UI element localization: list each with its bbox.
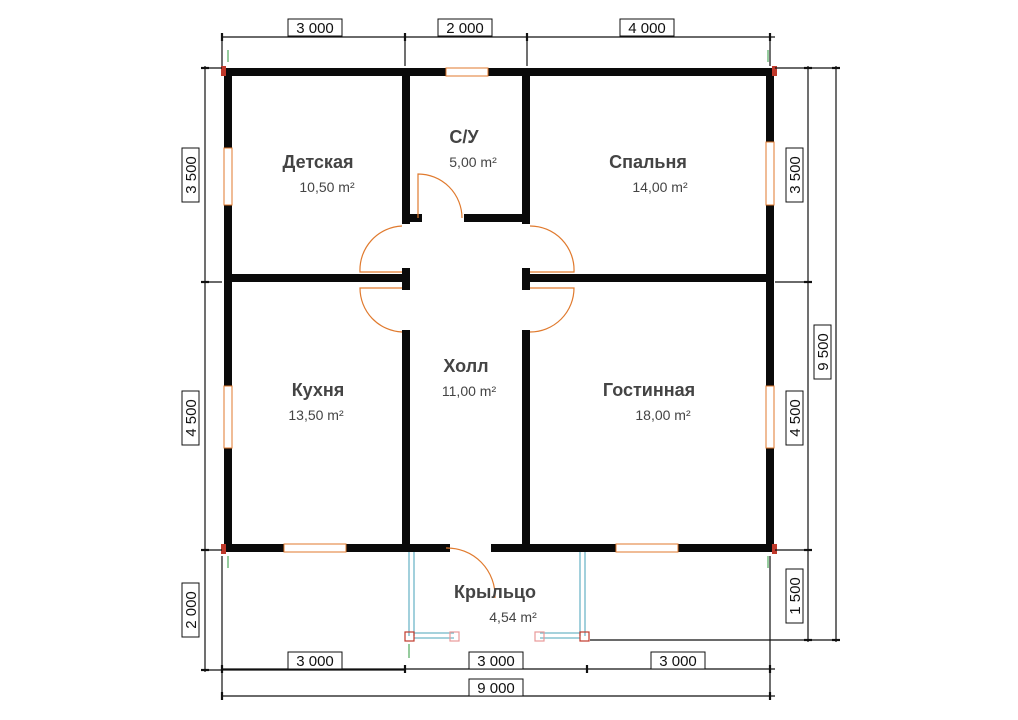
room-name-su: С/У [449, 127, 479, 147]
window-right-bottom [765, 385, 775, 449]
dim-left-1: 3 500 [183, 156, 200, 194]
room-area-detskaya: 10,50 m² [299, 179, 355, 195]
window-bottom-right [615, 543, 679, 553]
window-right-top [765, 141, 775, 206]
dim-left-3: 2 000 [183, 591, 200, 629]
room-area-spalnya: 14,00 m² [632, 179, 688, 195]
dim-right-2: 4 500 [787, 399, 804, 437]
dim-bottom-1: 3 000 [296, 653, 334, 670]
room-area-kholl: 11,00 m² [442, 383, 497, 399]
door-gostinaya [529, 287, 575, 333]
walls [224, 68, 774, 552]
window-left-top [223, 147, 233, 206]
dim-top-2: 2 000 [446, 20, 484, 37]
room-name-gostinaya: Гостинная [603, 380, 695, 400]
dim-bottom-2: 3 000 [477, 653, 515, 670]
room-area-kukhnya: 13,50 m² [288, 407, 344, 423]
room-name-kukhnya: Кухня [292, 380, 345, 400]
room-area-krylco: 4,54 m² [489, 609, 537, 625]
room-area-gostinaya: 18,00 m² [635, 407, 691, 423]
room-name-detskaya: Детская [283, 152, 354, 172]
door-spalnya [529, 225, 575, 273]
window-left-bottom [223, 385, 233, 449]
door-detskaya [359, 225, 403, 273]
windows [223, 67, 775, 553]
dim-right-3: 1 500 [787, 577, 804, 615]
room-area-su: 5,00 m² [449, 154, 497, 170]
door-kukhnya [359, 287, 403, 333]
dim-top-1: 3 000 [296, 20, 334, 37]
dim-bottom-3: 3 000 [659, 653, 697, 670]
dim-left-2: 4 500 [183, 399, 200, 437]
dim-right-1: 3 500 [787, 156, 804, 194]
room-name-kholl: Холл [443, 356, 488, 376]
corner-markers [221, 50, 777, 658]
door-entrance [445, 547, 496, 599]
dim-total-height: 9 500 [815, 333, 832, 371]
porch [404, 552, 590, 642]
dim-top-3: 4 000 [628, 20, 666, 37]
room-labels: Детская 10,50 m² С/У 5,00 m² Спальня 14,… [283, 127, 696, 625]
dimensions: 3 000 2 000 4 000 3 000 3 000 3 000 9 00… [181, 18, 840, 700]
window-bottom-left [283, 543, 347, 553]
doors [359, 173, 575, 599]
dim-total-width: 9 000 [477, 680, 515, 697]
room-name-krylco: Крыльцо [454, 582, 536, 602]
door-su [417, 173, 463, 219]
window-top [445, 67, 489, 77]
room-name-spalnya: Спальня [609, 152, 687, 172]
